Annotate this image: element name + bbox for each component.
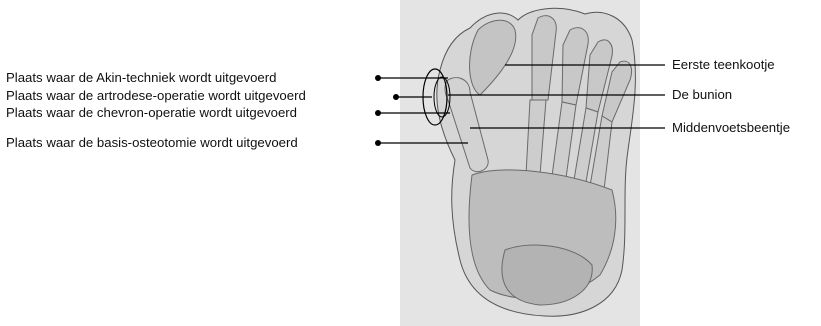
pointer-dot-basis — [375, 140, 381, 146]
label-bunion: De bunion — [672, 87, 732, 103]
pointer-dot-akin — [375, 75, 381, 81]
label-artrodese-operation: Plaats waar de artrodese-operatie wordt … — [6, 88, 306, 104]
label-chevron-operation: Plaats waar de chevron-operatie wordt ui… — [6, 105, 297, 121]
pointer-dot-artrodese — [393, 94, 399, 100]
label-akin-technique: Plaats waar de Akin-techniek wordt uitge… — [6, 70, 277, 86]
label-metatarsal: Middenvoetsbeentje — [672, 120, 790, 136]
label-basis-osteotomy: Plaats waar de basis-osteotomie wordt ui… — [6, 135, 298, 151]
label-first-phalanx: Eerste teenkootje — [672, 57, 775, 73]
pointer-dot-chevron — [375, 110, 381, 116]
